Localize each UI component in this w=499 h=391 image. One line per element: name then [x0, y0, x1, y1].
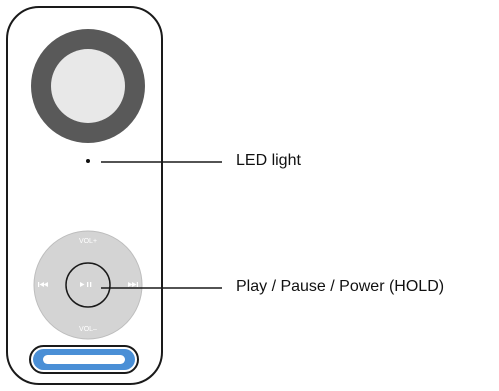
previous-track-icon[interactable]	[38, 282, 48, 287]
speaker-center	[51, 49, 125, 123]
volume-up-label[interactable]: VOL+	[79, 238, 97, 245]
volume-down-label[interactable]: VOL–	[79, 326, 97, 333]
next-track-icon[interactable]	[128, 282, 138, 287]
led-light-label: LED light	[236, 152, 301, 169]
play-pause-power-label: Play / Pause / Power (HOLD)	[236, 278, 445, 295]
clip-slot	[43, 355, 125, 364]
play-pause-icon	[80, 282, 92, 287]
led-light	[86, 159, 90, 163]
